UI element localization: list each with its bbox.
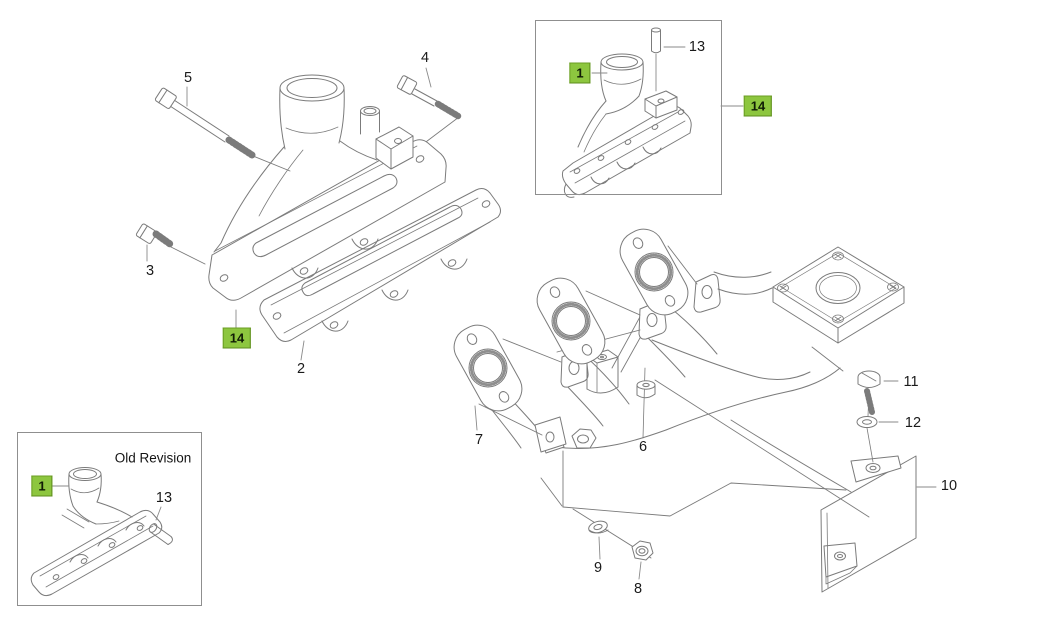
old-revision-inset-drawing (31, 468, 172, 596)
callout-part-1-old[interactable]: 1 (31, 475, 53, 497)
callout-part-11[interactable]: 11 (903, 373, 919, 390)
main-assembly-drawing (136, 75, 501, 341)
bolt-11-drawing (858, 371, 880, 462)
new-revision-box (535, 20, 722, 195)
manifold-6-drawing (489, 247, 904, 453)
callout-part-7[interactable]: 7 (474, 431, 484, 448)
old-revision-caption: Old Revision (114, 450, 192, 466)
callout-part-2[interactable]: 2 (296, 360, 306, 377)
new-revision-inset-drawing (562, 28, 691, 197)
callout-part-13-old[interactable]: 13 (155, 489, 173, 506)
bolt-4-drawing (397, 75, 458, 116)
nut-8-drawing (632, 541, 653, 560)
bolt-5-drawing (155, 87, 252, 155)
leader-lines (51, 47, 936, 579)
heat-shield-10-drawing (821, 456, 916, 592)
washer-12-drawing (857, 417, 877, 428)
gaskets-7-drawing (447, 222, 695, 418)
callout-part-4[interactable]: 4 (420, 49, 430, 66)
callout-part-3[interactable]: 3 (145, 262, 155, 279)
callout-part-6[interactable]: 6 (638, 438, 648, 455)
manifold-14-drawing (209, 75, 446, 300)
gasket-2-drawing (260, 189, 501, 342)
old-revision-box (17, 432, 202, 606)
callout-part-12[interactable]: 12 (904, 414, 922, 431)
callout-part-13-new[interactable]: 13 (688, 38, 706, 55)
flange-screws-drawing (778, 252, 899, 323)
callout-part-8[interactable]: 8 (633, 580, 643, 597)
callout-part-1-new[interactable]: 1 (569, 62, 591, 84)
callout-part-14-main[interactable]: 14 (222, 327, 252, 349)
callout-part-5[interactable]: 5 (183, 69, 193, 86)
callout-part-10[interactable]: 10 (940, 477, 958, 494)
callout-part-14-new[interactable]: 14 (743, 95, 773, 117)
washer-9-drawing (587, 519, 608, 535)
callout-part-9[interactable]: 9 (593, 559, 603, 576)
bolt-3-drawing (136, 223, 170, 244)
right-assembly-drawing (447, 222, 916, 592)
